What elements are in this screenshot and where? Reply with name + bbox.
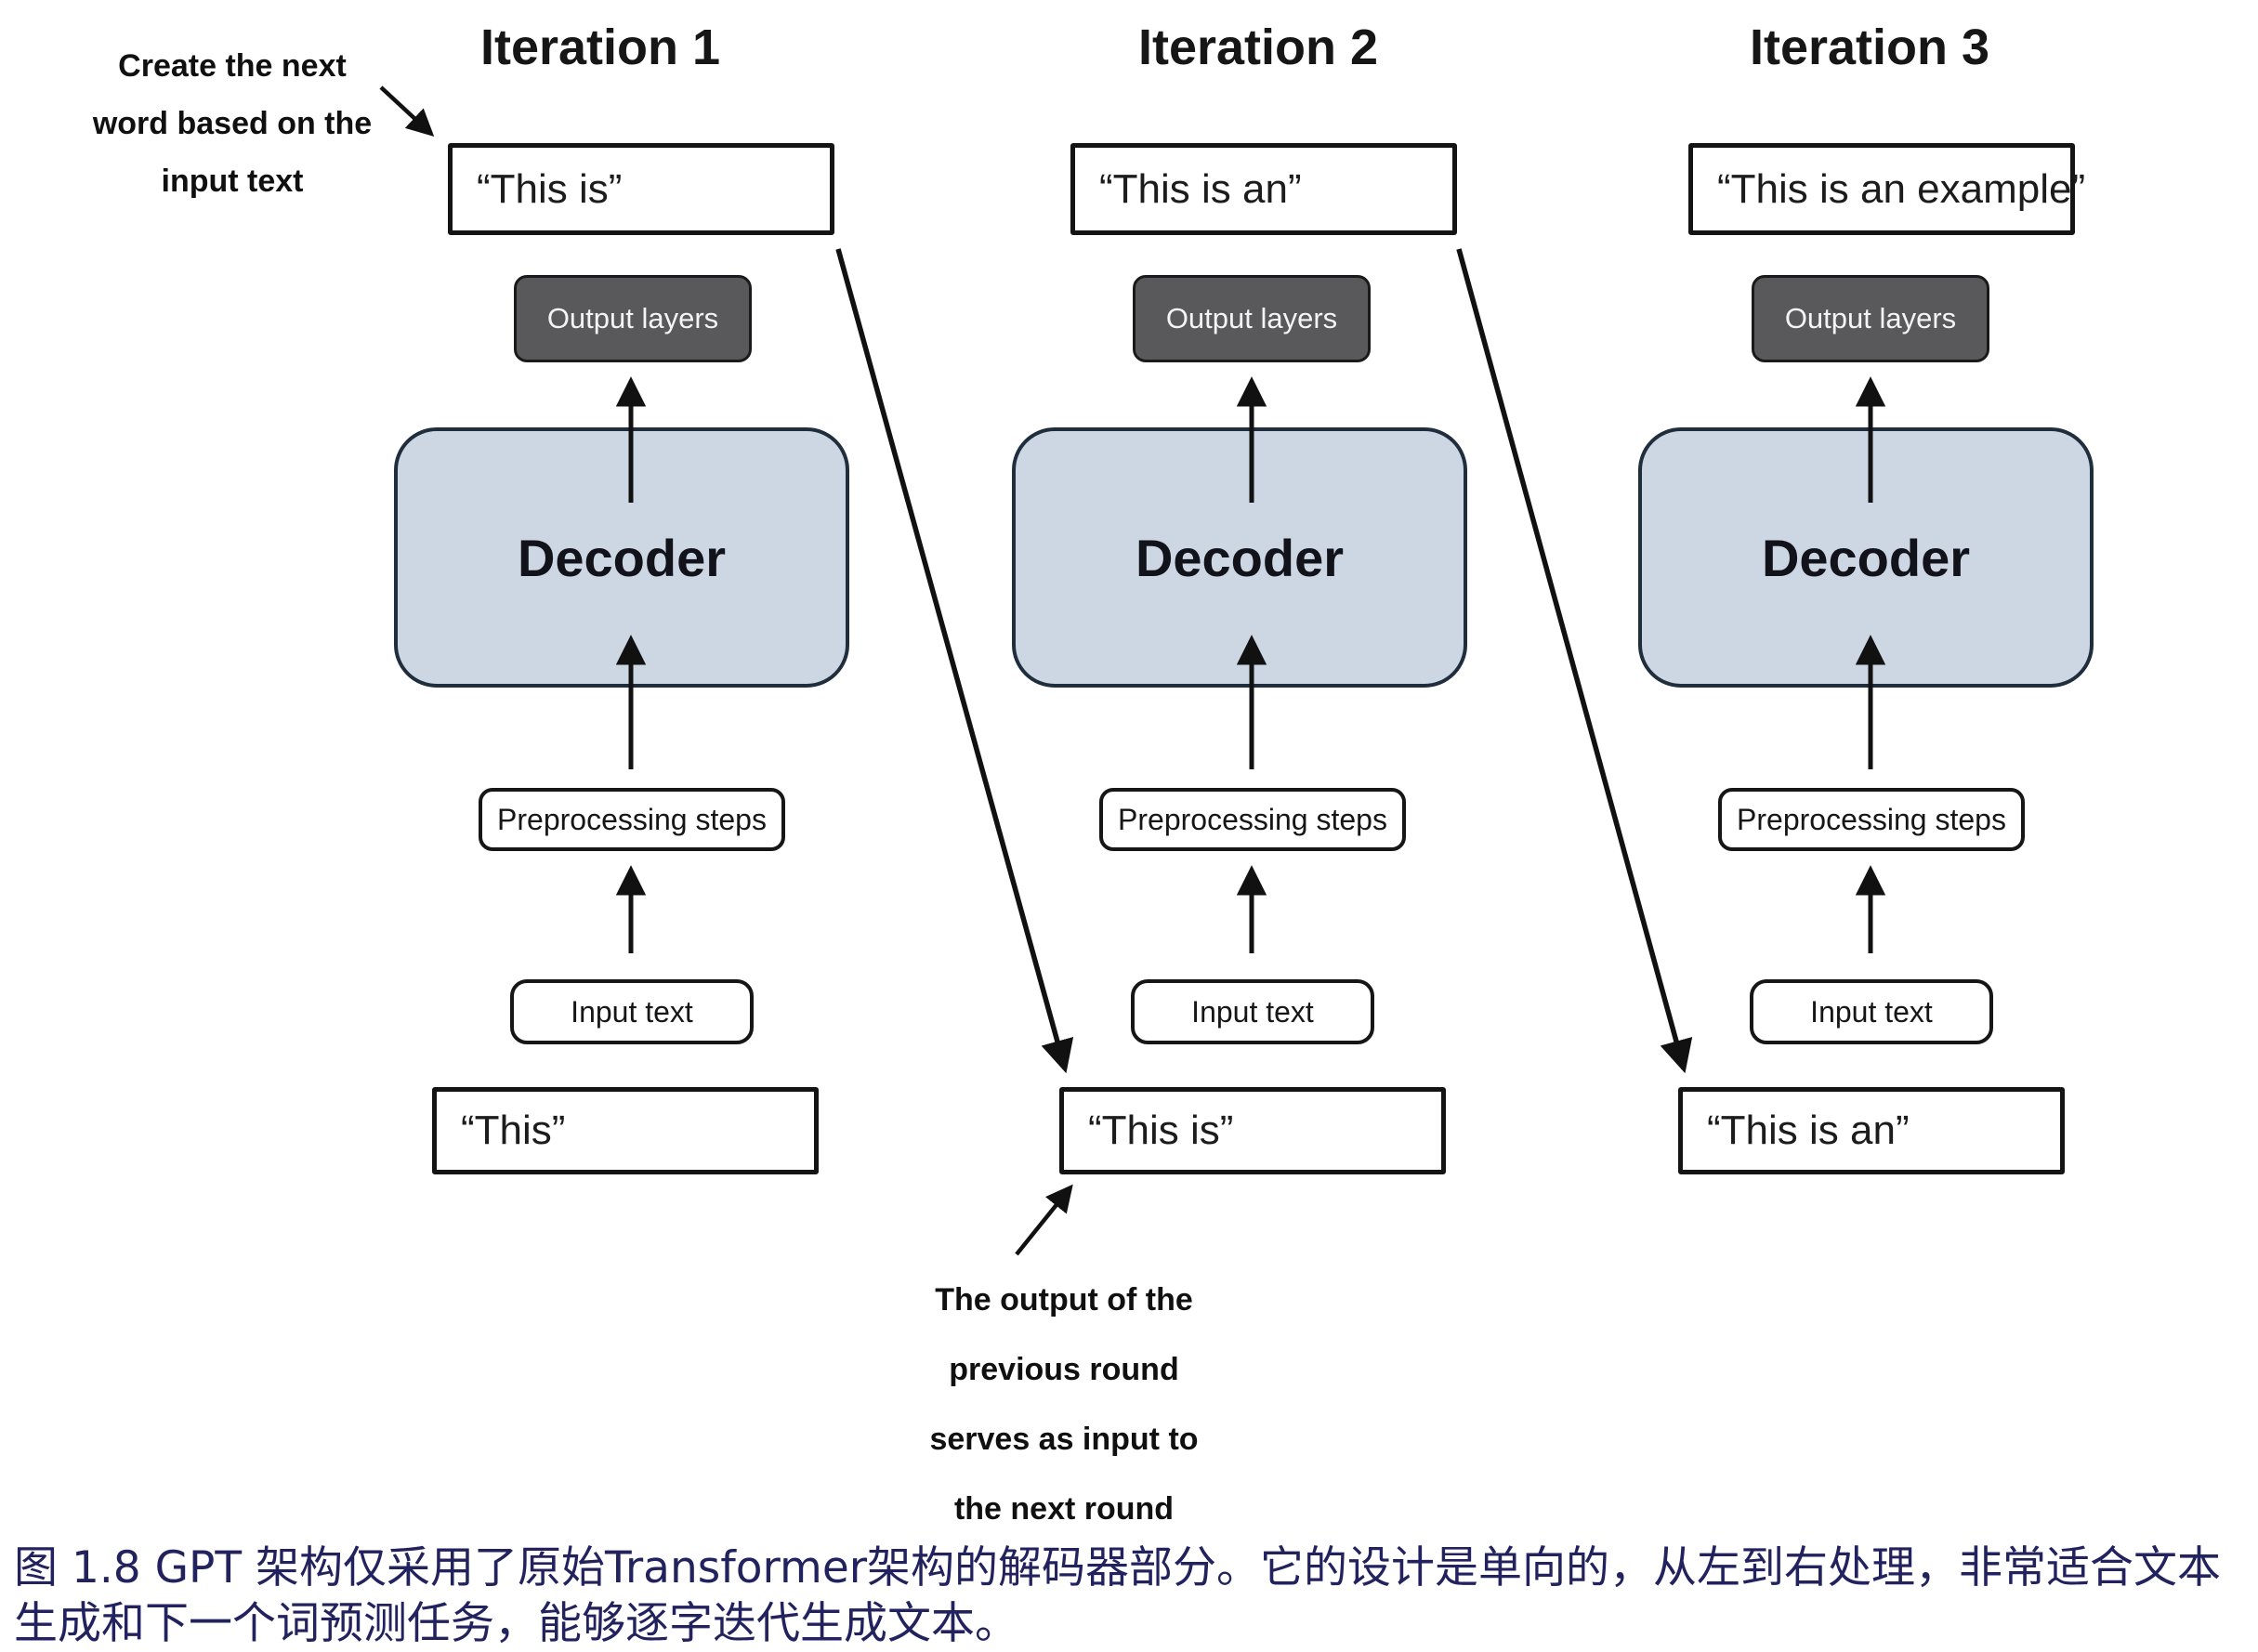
iteration-1-decoder-label: Decoder — [517, 528, 727, 587]
iteration-3-input-box: Input text — [1750, 979, 1993, 1044]
annotation-output-previous-round-line4: the next round — [953, 1491, 1175, 1527]
iteration-3-decoder-label: Decoder — [1761, 528, 1971, 587]
iteration-2-decoder-label: Decoder — [1135, 528, 1345, 587]
iteration-1-output-text: “This is” — [477, 165, 623, 212]
annotation-output-previous-round-line2: previous round — [949, 1352, 1179, 1387]
iteration-2-output-layers-label: Output layers — [1165, 302, 1338, 334]
arrow-annotation-create-next-word — [379, 85, 435, 137]
iteration-2-preprocessing-box: Preprocessing steps — [1099, 788, 1406, 851]
iteration-1-output-layers-box: Output layers — [514, 275, 752, 362]
iteration-1-input-text: “This” — [461, 1108, 566, 1153]
annotation-create-next-word-line1: Create the next — [118, 48, 347, 84]
iteration-2-input-box: Input text — [1131, 979, 1374, 1044]
iteration-1-output-layers-label: Output layers — [546, 302, 719, 334]
iteration-3-preprocessing-box: Preprocessing steps — [1718, 788, 2025, 851]
iteration-2-output-text: “This is an” — [1099, 165, 1302, 212]
iteration-1-input-label: Input text — [571, 994, 693, 1029]
figure-caption-line2: 生成和下一个词预测任务，能够逐字迭代生成文本。 — [14, 1598, 1018, 1649]
iteration-2-decoder-box: Decoder — [1012, 427, 1467, 688]
iteration-1-input-box: Input text — [510, 979, 754, 1044]
iteration-2-input-text: “This is” — [1088, 1108, 1234, 1153]
annotation-output-previous-round-line3: serves as input to — [929, 1422, 1199, 1457]
iteration-3-preprocessing-label: Preprocessing steps — [1737, 802, 2006, 836]
annotation-create-next-word-line3: input text — [161, 164, 304, 199]
iteration-3-input-text-box: “This is an” — [1678, 1087, 2065, 1174]
iteration-1-input-text-box: “This” — [432, 1087, 819, 1174]
iteration-2-preprocessing-label: Preprocessing steps — [1118, 802, 1387, 836]
arrow-annotation-output-previous-round — [1015, 1184, 1073, 1256]
annotation-output-previous-round-line1: The output of the — [935, 1282, 1193, 1318]
iteration-3-output-layers-box: Output layers — [1752, 275, 1989, 362]
iteration-3-input-label: Input text — [1810, 994, 1933, 1029]
iteration-2-input-label: Input text — [1191, 994, 1314, 1029]
iteration-3-output-layers-label: Output layers — [1784, 302, 1957, 334]
iteration-3-input-text: “This is an” — [1707, 1108, 1910, 1153]
iteration-3-title: Iteration 3 — [1749, 20, 1990, 75]
annotation-output-previous-round: The output of the previous round serves … — [929, 1265, 1198, 1544]
iteration-2-title: Iteration 2 — [1137, 20, 1379, 75]
iteration-2-output-box: “This is an” — [1070, 143, 1457, 235]
iteration-1-title: Iteration 1 — [479, 20, 721, 75]
iteration-2-output-layers-box: Output layers — [1133, 275, 1371, 362]
iteration-1-preprocessing-box: Preprocessing steps — [479, 788, 785, 851]
annotation-create-next-word-line2: word based on the — [92, 106, 373, 141]
iteration-1-preprocessing-label: Preprocessing steps — [497, 802, 767, 836]
iteration-1-decoder-box: Decoder — [394, 427, 849, 688]
iteration-3-output-text: “This is an example” — [1717, 165, 2086, 212]
iteration-3-decoder-box: Decoder — [1638, 427, 2094, 688]
iteration-3-output-box: “This is an example” — [1688, 143, 2085, 235]
iteration-1-output-box: “This is” — [448, 143, 834, 235]
figure-caption-line1: 图 1.8 GPT 架构仅采用了原始Transformer架构的解码器部分。它的… — [14, 1542, 2222, 1593]
annotation-create-next-word: Create the next word based on the input … — [93, 37, 372, 210]
iteration-2-input-text-box: “This is” — [1059, 1087, 1446, 1174]
